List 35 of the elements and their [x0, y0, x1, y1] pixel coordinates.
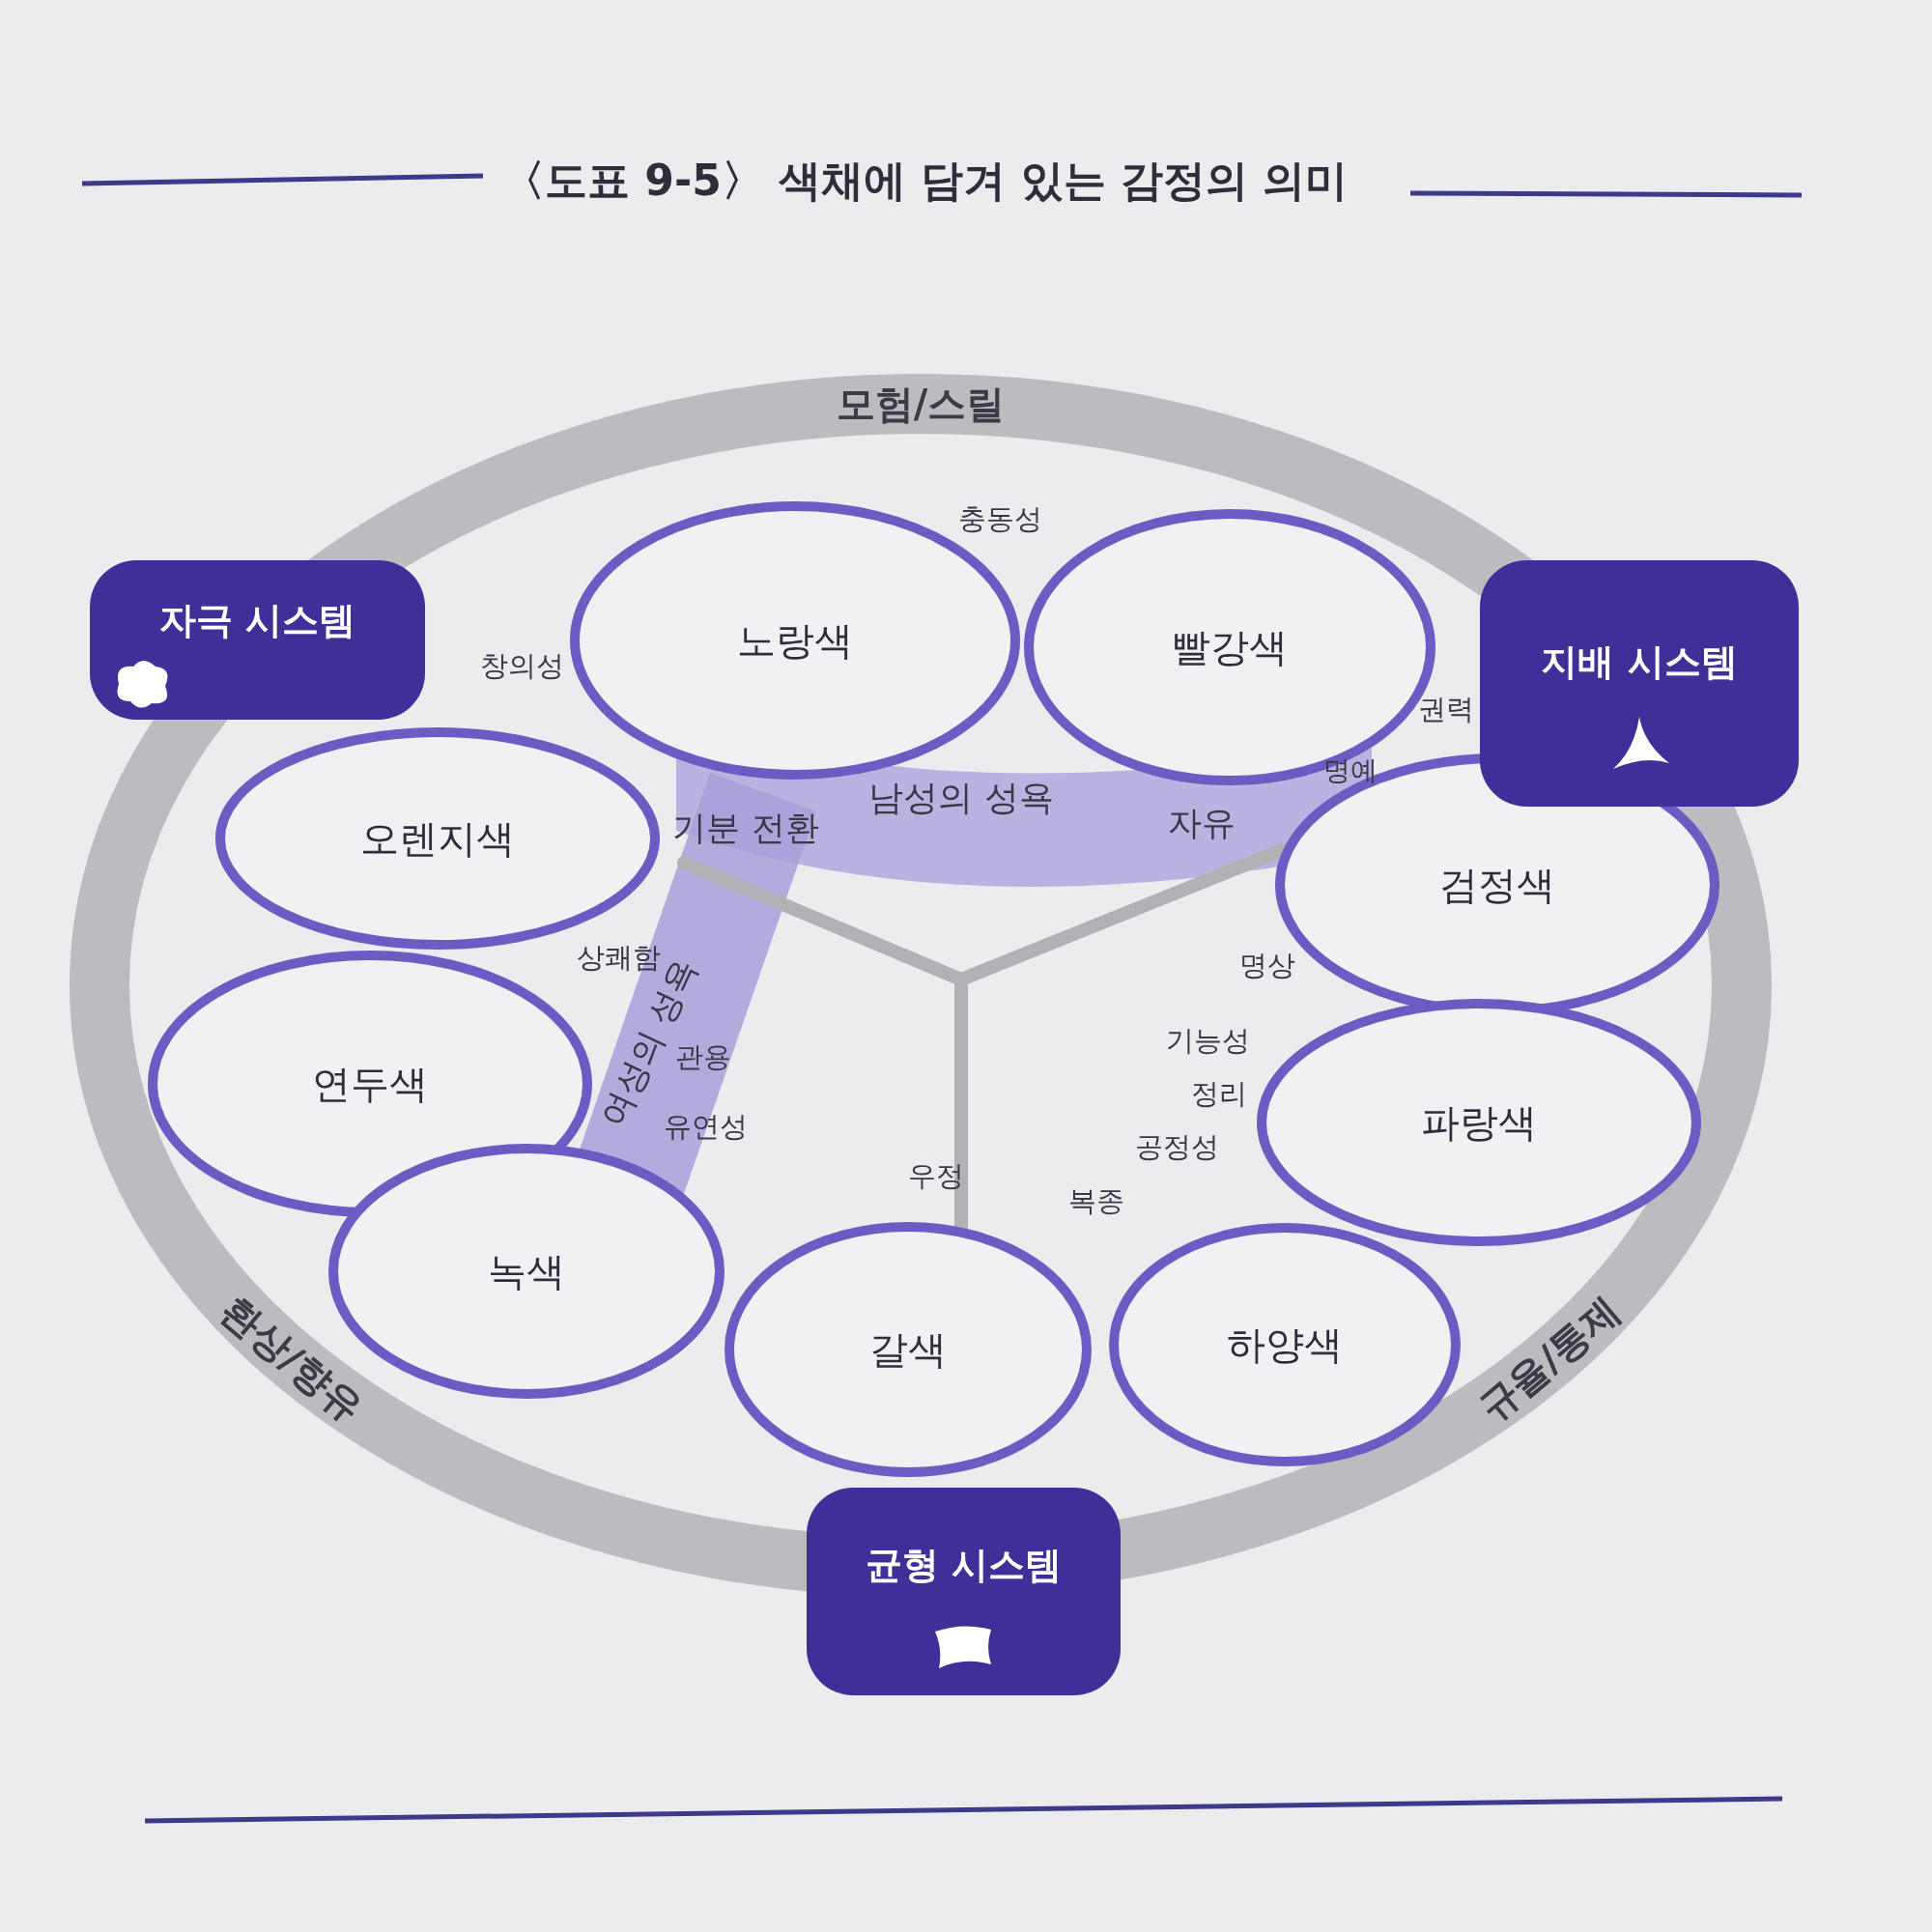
color-ellipse	[1109, 1223, 1461, 1466]
emotion-label: 복종	[1068, 1183, 1124, 1219]
ellipse-label: 하양색	[1227, 1321, 1343, 1369]
system-box	[90, 560, 425, 720]
emotion-label: 충동성	[957, 501, 1042, 537]
emotion-label: 자유	[1168, 802, 1236, 844]
color-ellipse	[1257, 999, 1701, 1246]
box-title: 균형 시스템	[865, 1542, 1063, 1588]
band-label: 모험/스릴	[836, 380, 1006, 428]
ellipse-label: 갈색	[869, 1325, 947, 1374]
ellipse-label: 연두색	[312, 1060, 428, 1108]
emotion-label: 관용	[675, 1039, 731, 1075]
emotion-label: 기분 전환	[672, 807, 819, 849]
ellipse-label: 녹색	[488, 1247, 565, 1295]
ellipse-label: 검정색	[1439, 861, 1555, 909]
emotion-label: 정리	[1191, 1076, 1247, 1112]
box-title: 자극 시스템	[158, 597, 356, 643]
emotion-label: 우정	[908, 1158, 964, 1194]
ellipse-label: 빨강색	[1172, 623, 1288, 671]
emotion-label: 유연성	[663, 1110, 748, 1145]
system-box	[1480, 560, 1799, 807]
box-title: 지배 시스템	[1541, 639, 1738, 685]
emotion-label: 명예	[1323, 753, 1378, 788]
emotion-label: 명상	[1239, 948, 1295, 983]
emotion-label: 공정성	[1134, 1129, 1219, 1165]
emotion-label: 남성의 성욕	[868, 776, 1054, 819]
emotion-label: 권력	[1418, 692, 1474, 727]
color-ellipse	[724, 1222, 1092, 1477]
ellipse-label: 노랑색	[737, 616, 853, 665]
emotion-label: 창의성	[479, 648, 564, 684]
system-box	[807, 1488, 1121, 1695]
diagram-title: 〈도표 9-5〉 색채에 담겨 있는 감정의 의미	[502, 155, 1349, 207]
ellipse-label: 파랑색	[1421, 1098, 1537, 1147]
emotion-label: 기능성	[1165, 1023, 1250, 1059]
ellipse-label: 오렌지색	[360, 814, 515, 863]
